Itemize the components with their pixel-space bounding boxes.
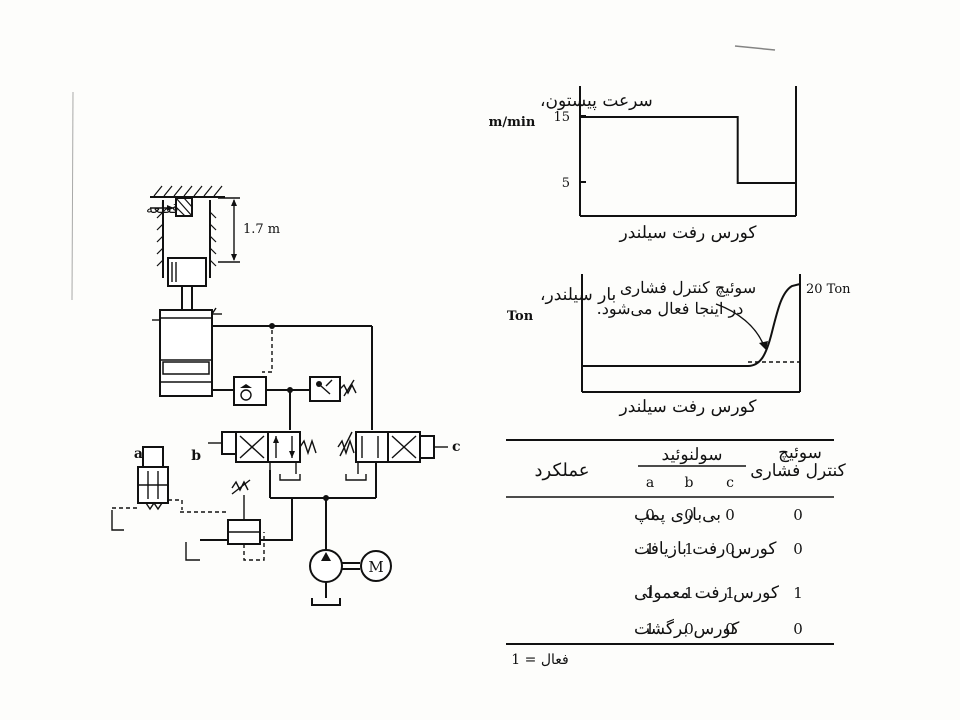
speed-tick-15: 15: [553, 110, 570, 125]
speed-ylabel-line1: سرعت پیستون،: [540, 91, 653, 111]
solenoid-a-label: a: [134, 446, 143, 462]
annotation-arrow: [715, 303, 765, 347]
stroke-dimension-label: 1.7 m: [243, 222, 280, 237]
subheader-c: c: [726, 475, 734, 491]
load-annotation-line1: سوئیچ کنترل فشاری: [620, 278, 756, 297]
speed-tick-5: 5: [562, 176, 570, 191]
speed-xlabel: کورس رفت سیلندر: [619, 223, 758, 243]
solenoid-b-label: b: [191, 448, 201, 464]
solenoid-c-label: c: [452, 439, 461, 455]
load-xlabel: کورس رفت سیلندر: [619, 397, 758, 417]
load-ylabel-line1: بار سیلندر،: [540, 285, 616, 305]
header-switch-line2: کنترل فشاری: [750, 461, 846, 481]
load-series-line: [582, 283, 801, 367]
row-action: کورس رفت بازیافت: [634, 539, 777, 559]
speed-ylabel-line2: m/min: [489, 115, 536, 130]
row-action: کورس برگشت: [634, 618, 740, 639]
speed-series-line: [580, 116, 796, 184]
header-switch-line1: سوئیچ: [778, 443, 822, 463]
row-cell-b: 0: [684, 506, 694, 524]
electric-motor: [360, 550, 392, 582]
relief-valve: [227, 479, 261, 545]
scan-top-mark: [734, 45, 776, 51]
motor-label: M: [368, 558, 383, 576]
row-cell-b: 0: [684, 620, 694, 638]
load-max-label: 20 Ton: [806, 282, 851, 297]
row-cell-a: 1: [645, 540, 655, 558]
header-solenoid: سولنوئید: [662, 445, 723, 465]
row-cell-c: 0: [725, 540, 735, 558]
main-cylinder: [152, 307, 222, 397]
solenoid-truth-table: عملکرد سولنوئید سوئیچ کنترل فشاری a b c …: [506, 439, 847, 668]
pilot-line-prefill: [262, 330, 273, 373]
row-cell-c: 0: [725, 620, 735, 638]
directional-valve-b: [221, 431, 317, 481]
speed-chart: 15 5 سرعت پیستون، m/min کورس رفت سیلندر: [489, 86, 797, 243]
row-action: بی‌باری پمپ: [634, 505, 721, 525]
scan-edge-mark: [71, 91, 74, 301]
row-cell-switch: 1: [793, 584, 803, 602]
row-cell-a: 1: [645, 584, 655, 602]
fixed-frame: [150, 185, 225, 198]
row-cell-switch: 0: [793, 506, 803, 524]
load-chart: 20 Ton بار سیلندر، Ton سوئیچ کنترل فشاری…: [507, 274, 851, 417]
load-annotation-line2: در اینجا فعال می‌شود.: [597, 299, 744, 318]
row-cell-switch: 0: [793, 540, 803, 558]
directional-valve-c: [337, 431, 435, 481]
row-cell-a: 1: [645, 620, 655, 638]
press-ram: [167, 257, 207, 287]
header-action: عملکرد: [535, 460, 590, 481]
solenoid-valve-a: [137, 446, 169, 511]
row-cell-c: 0: [725, 506, 735, 524]
table-footnote: فعال = 1: [511, 652, 568, 668]
row-cell-switch: 0: [793, 620, 803, 638]
row-action: کورس رفت معمولی: [634, 583, 780, 603]
row-cell-b: 1: [684, 540, 694, 558]
load-ylabel-line2: Ton: [507, 309, 534, 324]
row-cell-c: 1: [725, 584, 735, 602]
hydraulic-circuit: قطعه 1.7 m: [111, 185, 461, 606]
row-cell-b: 1: [684, 584, 694, 602]
row-cell-a: 0: [645, 506, 655, 524]
subheader-b: b: [685, 475, 694, 491]
subheader-a: a: [646, 475, 654, 491]
